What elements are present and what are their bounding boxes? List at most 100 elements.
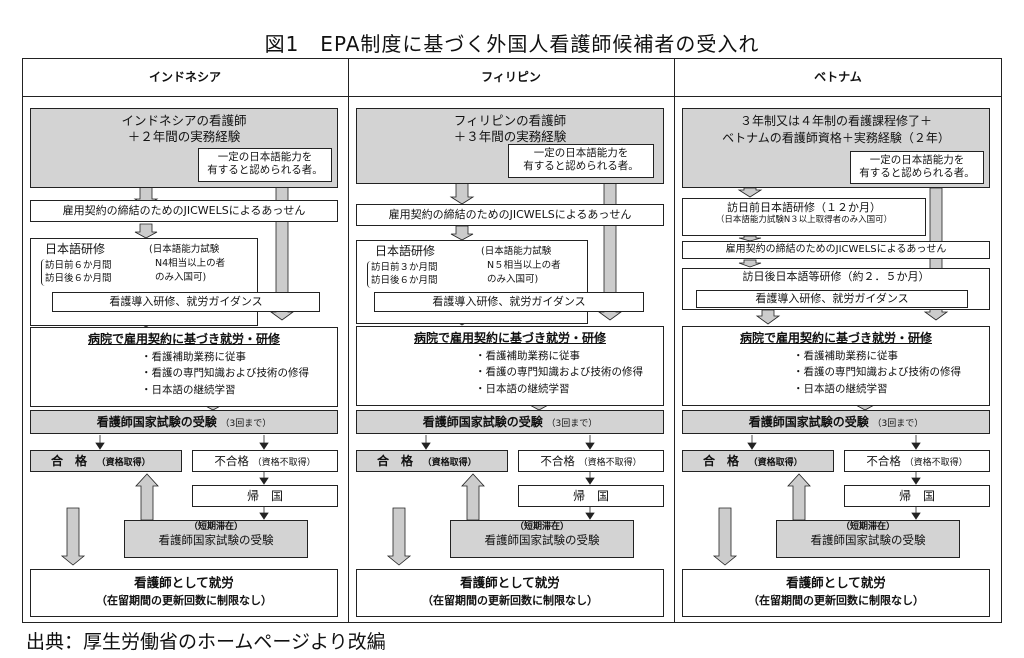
training-note-line: N５相当以上の者 [487, 259, 561, 271]
fail-box: 不合格 （資格不取得） [192, 450, 338, 472]
source-note: 出典：厚生労働省のホームページより改編 [26, 631, 386, 653]
training-period-brace: 訪日前６か月間 訪日後６か月間 [41, 259, 112, 286]
work-title: 病院で雇用契約に基づき就労・研修 [413, 331, 606, 345]
short-stay-label: （短期滞在） [188, 522, 243, 532]
pass-note: （資格取得） [748, 458, 803, 468]
guidance-box: 看護導入研修、就労ガイダンス [374, 292, 644, 312]
work-item: ・看護補助業務に従事 [141, 351, 246, 363]
fail-box: 不合格 （資格不取得） [844, 450, 990, 472]
short-stay-label: （短期滞在） [514, 522, 569, 532]
short-stay-box: （短期滞在） 看護師国家試験の受験 [776, 520, 960, 558]
column-header: インドネシア [148, 70, 221, 84]
work-items: ・看護補助業務に従事 ・看護の専門知識および技術の修得 ・日本語の継続学習 [793, 348, 961, 397]
column-divider [348, 58, 349, 623]
short-stay-exam: 看護師国家試験の受験 [484, 533, 600, 548]
fail-note: （資格不取得） [904, 458, 968, 468]
work-item: ・日本語の継続学習 [793, 382, 888, 395]
work-items: ・看護補助業務に従事 ・看護の専門知識および技術の修得 ・日本語の継続学習 [141, 349, 309, 398]
pass-box: 合 格 （資格取得） [356, 450, 508, 472]
fail-label: 不合格 [214, 454, 249, 468]
work-item: ・看護補助業務に従事 [475, 350, 580, 362]
placement-box: 雇用契約の締結のためのJICWELSによるあっせん [356, 204, 664, 226]
work-items: ・看護補助業務に従事 ・看護の専門知識および技術の修得 ・日本語の継続学習 [475, 348, 643, 397]
short-stay-box: （短期滞在） 看護師国家試験の受験 [124, 520, 308, 558]
language-note-line: 一定の日本語能力を [869, 154, 965, 166]
column-header: フィリピン [481, 70, 541, 84]
work-item: ・日本語の継続学習 [475, 382, 570, 395]
training-note-line: (日本語能力試験 [481, 246, 552, 257]
training-note: (日本語能力試験 N５相当以上の者 のみ入国可) [481, 245, 561, 286]
exam-limit: （3回まで） [220, 419, 272, 429]
training-note-line: のみ入国可) [487, 273, 539, 285]
column-philippines: フィリピン フィリピンの看護師 ＋３年間の実務経験 一定の日本語能力を 有すると… [348, 0, 674, 658]
training-period: 訪日前３か月間 [371, 262, 438, 273]
fail-note: （資格不取得） [252, 458, 316, 468]
training-box: 日本語研修 訪日前６か月間 訪日後６か月間 (日本語能力試験 N4相当以上の者 … [30, 238, 258, 326]
return-box: 帰 国 [844, 485, 990, 507]
pre-training-label: 訪日前日本語研修（１２か月） [727, 201, 881, 214]
training-period-brace: 訪日前３か月間 訪日後６か月間 [367, 261, 438, 288]
employment-box: 看護師として就労 （在留期間の更新回数に制限なし） [682, 569, 990, 617]
employment-box: 看護師として就労 （在留期間の更新回数に制限なし） [356, 569, 664, 617]
language-note-line: 有すると認められる者。 [207, 164, 323, 177]
pass-label: 合 格 [703, 454, 740, 468]
pass-note: （資格取得） [422, 458, 477, 468]
work-title: 病院で雇用契約に基づき就労・研修 [87, 332, 280, 346]
employment-note: （在留期間の更新回数に制限なし） [96, 593, 272, 607]
work-item: ・日本語の継続学習 [141, 383, 236, 396]
column-indonesia: インドネシア インドネシアの看護師 ＋２年間の実務経験 一定の日本語能力を 有す… [22, 0, 348, 658]
requirement-line: ベトナムの看護師資格＋実務経験（２年） [722, 131, 950, 146]
short-stay-exam: 看護師国家試験の受験 [810, 533, 926, 548]
pass-box: 合 格 （資格取得） [682, 450, 834, 472]
training-period: 訪日前６か月間 [45, 260, 112, 271]
language-note-line: 一定の日本語能力を [533, 147, 629, 159]
work-item: ・看護補助業務に従事 [793, 350, 898, 362]
training-note-line: (日本語能力試験 [149, 244, 220, 255]
requirement-line: ＋３年間の実務経験 [453, 128, 567, 144]
requirement-line: ＋２年間の実務経験 [127, 128, 241, 144]
header-divider [22, 96, 1002, 97]
work-title: 病院で雇用契約に基づき就労・研修 [739, 331, 932, 345]
pass-box: 合 格 （資格取得） [30, 450, 182, 472]
employment-note: （在留期間の更新回数に制限なし） [422, 593, 598, 607]
language-note-line: 有すると認められる者。 [523, 160, 639, 173]
work-item: ・看護の専門知識および技術の修得 [793, 366, 961, 379]
requirement-line: インドネシアの看護師 [121, 113, 247, 128]
fail-note: （資格不取得） [578, 458, 642, 468]
language-note-line: 有すると認められる者。 [859, 167, 975, 180]
fail-label: 不合格 [866, 454, 901, 468]
language-note-box: 一定の日本語能力を 有すると認められる者。 [850, 151, 984, 184]
training-title: 日本語研修 [375, 244, 436, 258]
pre-training-note: （日本語能力試験N３以上取得者のみ入国可） [715, 214, 893, 225]
return-box: 帰 国 [192, 485, 338, 507]
exam-label: 看護師国家試験の受験 [422, 415, 543, 429]
guidance-box: 看護導入研修、就労ガイダンス [52, 292, 320, 312]
short-stay-exam: 看護師国家試験の受験 [158, 533, 274, 548]
training-note-line: N4相当以上の者 [155, 257, 226, 269]
return-box: 帰 国 [518, 485, 664, 507]
training-note: (日本語能力試験 N4相当以上の者 のみ入国可) [149, 243, 225, 284]
language-note-line: 一定の日本語能力を [217, 151, 313, 163]
training-period: 訪日後６か月間 [371, 275, 438, 287]
fail-box: 不合格 （資格不取得） [518, 450, 664, 472]
exam-box: 看護師国家試験の受験 （3回まで） [682, 410, 990, 434]
exam-limit: （3回まで） [546, 419, 598, 429]
work-item: ・看護の専門知識および技術の修得 [475, 366, 643, 379]
work-box: 病院で雇用契約に基づき就労・研修 ・看護補助業務に従事 ・看護の専門知識および技… [356, 326, 664, 406]
requirement-line: フィリピンの看護師 [453, 113, 567, 128]
column-header: ベトナム [814, 70, 862, 84]
exam-box: 看護師国家試験の受験 （3回まで） [30, 410, 338, 434]
exam-label: 看護師国家試験の受験 [748, 415, 869, 429]
fail-label: 不合格 [540, 454, 575, 468]
column-vietnam: ベトナム ３年制又は４年制の看護課程修了＋ ベトナムの看護師資格＋実務経験（２年… [674, 0, 1000, 658]
employment-box: 看護師として就労 （在留期間の更新回数に制限なし） [30, 569, 338, 617]
work-item: ・看護の専門知識および技術の修得 [141, 367, 309, 380]
exam-limit: （3回まで） [872, 419, 924, 429]
work-box: 病院で雇用契約に基づき就労・研修 ・看護補助業務に従事 ・看護の専門知識および技… [30, 327, 338, 407]
employment-label: 看護師として就労 [134, 575, 234, 590]
short-stay-label: （短期滞在） [840, 522, 895, 532]
placement-box: 雇用契約の締結のためのJICWELSによるあっせん [682, 241, 990, 259]
pre-training-box: 訪日前日本語研修（１２か月） （日本語能力試験N３以上取得者のみ入国可） [682, 198, 926, 236]
pass-label: 合 格 [51, 454, 88, 468]
employment-note: （在留期間の更新回数に制限なし） [748, 593, 924, 607]
